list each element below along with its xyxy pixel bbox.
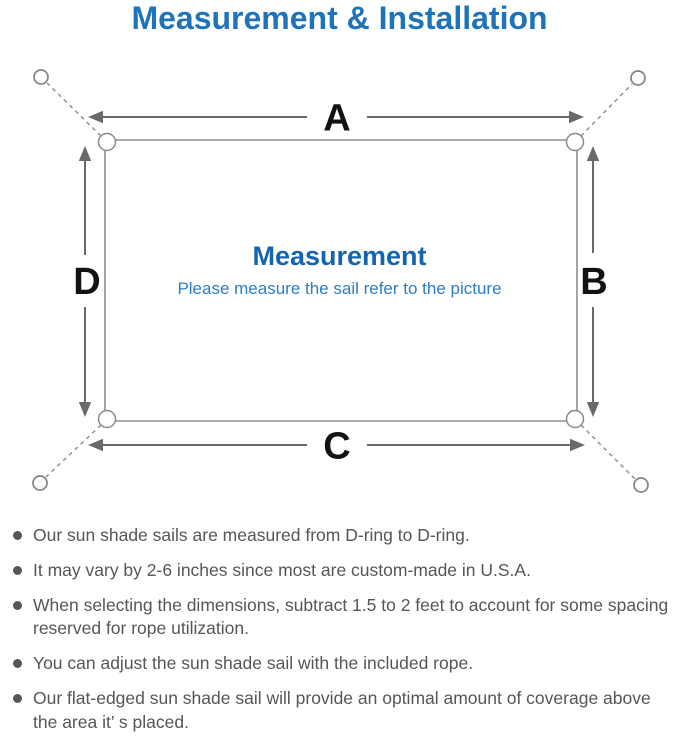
arrowhead-right-icon (569, 110, 584, 124)
bullet-icon (13, 531, 22, 540)
note-text: Our sun shade sails are measured from D-… (33, 525, 470, 545)
bullet-icon (13, 566, 22, 576)
arrowhead-up-icon (78, 146, 92, 161)
arrowhead-up-icon (586, 146, 600, 161)
dimension-label-b: B (580, 261, 607, 303)
anchor-point-icon-bottom-right (633, 477, 649, 493)
dimension-label-d: D (73, 261, 100, 303)
sail-measurement-diagram: A C D (0, 55, 679, 515)
note-item: You can adjust the sun shade sail with t… (13, 652, 674, 675)
note-item: When selecting the dimensions, subtract … (13, 594, 674, 640)
sail-outline (104, 139, 578, 422)
rope-line-top-left (46, 82, 102, 137)
note-text: You can adjust the sun shade sail with t… (33, 653, 474, 674)
d-ring-icon-bottom-right (565, 409, 585, 429)
arrowhead-right-icon (570, 438, 585, 452)
note-item: It may vary by 2-6 inches since most are… (13, 559, 674, 582)
bullet-icon (13, 601, 22, 611)
note-item: Our flat-edged sun shade sail will provi… (13, 687, 674, 733)
d-ring-icon-top-right (565, 132, 585, 152)
dimension-label-c: C (323, 426, 350, 468)
d-ring-icon-bottom-left (97, 409, 117, 429)
note-text: When selecting the dimensions, subtract … (33, 595, 669, 639)
rope-line-top-right (580, 83, 633, 137)
rope-line-bottom-left (45, 424, 102, 478)
arrowhead-left-icon (88, 438, 103, 452)
anchor-point-icon-top-left (33, 69, 49, 85)
notes-list: Our sun shade sails are measured from D-… (13, 524, 674, 739)
arrowhead-down-icon (78, 402, 92, 417)
sail-diagram-svg: A C D (32, 69, 649, 493)
dimension-arrow-a: A (88, 98, 584, 140)
dimension-arrow-c: C (88, 426, 585, 468)
bullet-icon (13, 694, 22, 704)
page-title: Measurement & Installation (131, 0, 548, 36)
bullet-icon (13, 659, 22, 669)
anchor-point-icon-bottom-left (32, 475, 48, 491)
dimension-arrow-d: D (73, 146, 101, 417)
note-text: Our flat-edged sun shade sail will provi… (33, 688, 651, 732)
note-text: It may vary by 2-6 inches since most are… (33, 560, 531, 581)
rope-line-bottom-right (580, 424, 636, 480)
anchor-point-icon-top-right (630, 70, 646, 86)
arrowhead-down-icon (586, 402, 600, 417)
dimension-label-a: A (323, 98, 350, 140)
note-item: Our sun shade sails are measured from D-… (13, 524, 674, 547)
d-ring-icon-top-left (97, 132, 117, 152)
dimension-arrow-b: B (580, 146, 608, 417)
arrowhead-left-icon (88, 110, 103, 124)
